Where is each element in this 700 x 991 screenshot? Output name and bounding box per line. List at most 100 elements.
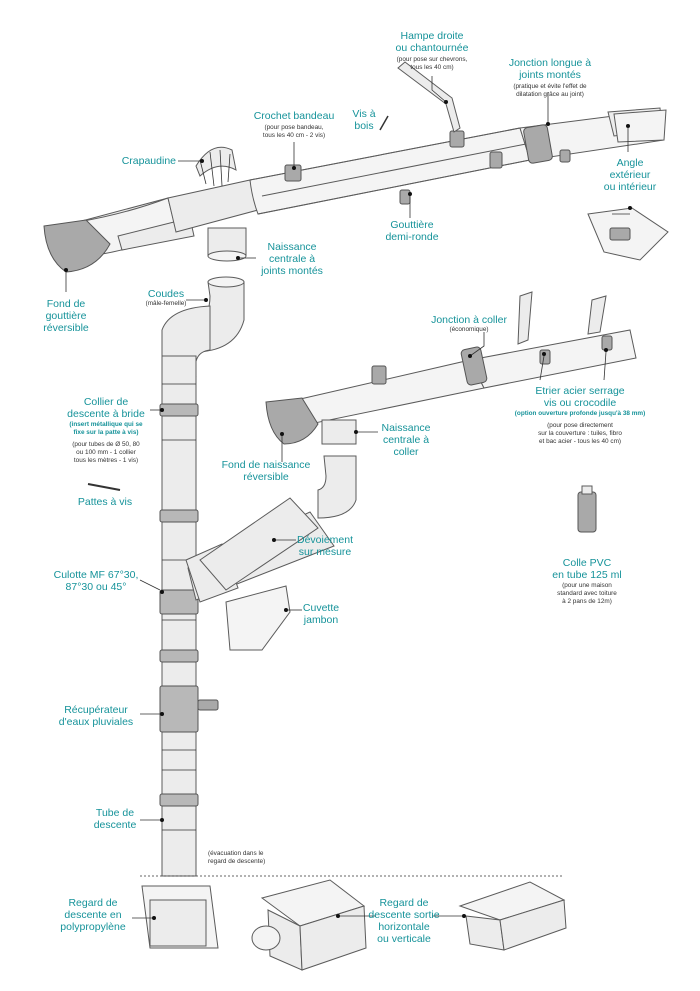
label-jonction-longue-line1: Jonction longue à xyxy=(498,57,602,69)
glue-tube xyxy=(578,486,596,532)
label-fond-gouttiere-line1: Fond de xyxy=(34,298,98,310)
note-collier-line1: (pour tubes de Ø 50, 80 xyxy=(62,441,150,449)
label-angle-line1: Angle xyxy=(596,157,664,169)
label-colle-line2: en tube 125 ml xyxy=(546,569,628,581)
label-naissance-coller-line1: Naissance xyxy=(374,422,438,434)
note-jonction-longue-line2: dilatation grâce au joint) xyxy=(494,91,606,99)
label-gouttiere: Gouttière demi-ronde xyxy=(376,219,448,243)
note-collier-insert-line2: fixe sur la patte à vis) xyxy=(62,429,150,437)
label-naissance-coller: Naissance centrale à coller xyxy=(374,422,438,458)
label-etrier-line2: vis ou crocodile xyxy=(524,397,636,409)
label-tube-line2: descente xyxy=(84,819,146,831)
label-naissance-coller-line3: coller xyxy=(374,446,438,458)
label-devoiement: Dévoiement sur mesure xyxy=(292,534,358,558)
label-jonction-longue-line2: joints montés xyxy=(498,69,602,81)
label-naissance-joints-line3: joints montés xyxy=(256,265,328,277)
label-vis-bois: Vis à bois xyxy=(346,108,382,132)
label-etrier: Etrier acier serrage vis ou crocodile xyxy=(524,385,636,409)
note-coudes-line1: (mâle-femelle) xyxy=(136,300,196,308)
note-collier: (pour tubes de Ø 50, 80 ou 100 mm - 1 co… xyxy=(62,441,150,465)
note-crochet-line1: (pour pose bandeau, xyxy=(244,124,344,132)
note-crochet: (pour pose bandeau, tous les 40 cm - 2 v… xyxy=(244,124,344,140)
label-jonction-longue: Jonction longue à joints montés xyxy=(498,57,602,81)
label-recuperateur: Récupérateur d'eaux pluviales xyxy=(50,704,142,728)
label-regard-sortie-line3: horizontale xyxy=(364,921,444,933)
note-hampe: (pour pose sur chevrons, tous les 40 cm) xyxy=(380,56,484,72)
label-recuperateur-line2: d'eaux pluviales xyxy=(50,716,142,728)
note-jonction-longue-line1: (pratique et évite l'effet de xyxy=(494,83,606,91)
label-crochet: Crochet bandeau xyxy=(244,110,344,122)
label-naissance-joints: Naissance centrale à joints montés xyxy=(256,241,328,277)
angle-piece xyxy=(588,208,668,260)
label-crapaudine-line1: Crapaudine xyxy=(104,155,176,167)
note-etrier-line3: et bac acier - tous les 40 cm) xyxy=(526,438,634,446)
label-regard-sortie-line2: descente sortie xyxy=(364,909,444,921)
note-collier-insert-line1: (insert métallique qui se xyxy=(62,421,150,429)
note-hampe-line2: tous les 40 cm) xyxy=(380,64,484,72)
label-crochet-line1: Crochet bandeau xyxy=(244,110,344,122)
note-evacuation: (évacuation dans le regard de descente) xyxy=(208,850,298,866)
note-etrier: (pour pose directement sur la couverture… xyxy=(526,422,634,446)
label-angle-line3: ou intérieur xyxy=(596,181,664,193)
label-coudes: Coudes xyxy=(136,288,196,300)
note-colle: (pour une maison standard avec toiture à… xyxy=(546,582,628,606)
label-regard-poly-line1: Regard de xyxy=(52,897,134,909)
note-etrier-option-line1: (option ouverture profonde jusqu'à 38 mm… xyxy=(506,410,654,418)
label-regard-poly: Regard de descente en polypropylène xyxy=(52,897,134,933)
label-culotte: Culotte MF 67°30, 87°30 ou 45° xyxy=(46,569,146,593)
note-jonction-coller: (économique) xyxy=(424,326,514,334)
regards xyxy=(140,876,566,970)
label-culotte-line2: 87°30 ou 45° xyxy=(46,581,146,593)
label-hampe-line1: Hampe droite xyxy=(380,30,484,42)
label-fond-naissance-line1: Fond de naissance xyxy=(214,459,318,471)
label-collier: Collier de descente à bride xyxy=(62,396,150,420)
label-jonction-coller-line1: Jonction à coller xyxy=(424,314,514,326)
label-hampe: Hampe droite ou chantournée xyxy=(380,30,484,54)
label-crapaudine: Crapaudine xyxy=(104,155,176,167)
label-regard-sortie: Regard de descente sortie horizontale ou… xyxy=(364,897,444,945)
label-tube: Tube de descente xyxy=(84,807,146,831)
note-crochet-line2: tous les 40 cm - 2 vis) xyxy=(244,132,344,140)
label-pattes: Pattes à vis xyxy=(70,496,140,508)
label-tube-line1: Tube de xyxy=(84,807,146,819)
label-gouttiere-line2: demi-ronde xyxy=(376,231,448,243)
label-etrier-line1: Etrier acier serrage xyxy=(524,385,636,397)
label-recuperateur-line1: Récupérateur xyxy=(50,704,142,716)
note-etrier-line2: sur la couverture : tuiles, fibro xyxy=(526,430,634,438)
label-regard-sortie-line4: ou verticale xyxy=(364,933,444,945)
label-fond-naissance: Fond de naissance réversible xyxy=(214,459,318,483)
label-devoiement-line2: sur mesure xyxy=(292,546,358,558)
label-regard-poly-line2: descente en xyxy=(52,909,134,921)
label-collier-line1: Collier de xyxy=(62,396,150,408)
note-colle-line1: (pour une maison xyxy=(546,582,628,590)
note-jonction-longue: (pratique et évite l'effet de dilatation… xyxy=(494,83,606,99)
label-gouttiere-line1: Gouttière xyxy=(376,219,448,231)
note-etrier-option: (option ouverture profonde jusqu'à 38 mm… xyxy=(506,410,654,418)
label-vis-bois-line2: bois xyxy=(346,120,382,132)
note-etrier-line1: (pour pose directement xyxy=(526,422,634,430)
note-hampe-line1: (pour pose sur chevrons, xyxy=(380,56,484,64)
label-coudes-line1: Coudes xyxy=(136,288,196,300)
label-collier-line2: descente à bride xyxy=(62,408,150,420)
label-pattes-line1: Pattes à vis xyxy=(70,496,140,508)
label-cuvette: Cuvette jambon xyxy=(298,602,344,626)
label-angle-line2: extérieur xyxy=(596,169,664,181)
note-collier-line2: ou 100 mm - 1 collier xyxy=(62,449,150,457)
label-naissance-joints-line2: centrale à xyxy=(256,253,328,265)
label-cuvette-line2: jambon xyxy=(298,614,344,626)
label-regard-poly-line3: polypropylène xyxy=(52,921,134,933)
label-devoiement-line1: Dévoiement xyxy=(292,534,358,546)
note-coudes: (mâle-femelle) xyxy=(136,300,196,308)
label-colle-line1: Colle PVC xyxy=(546,557,628,569)
label-jonction-coller: Jonction à coller xyxy=(424,314,514,326)
label-fond-gouttiere-line3: réversible xyxy=(34,322,98,334)
note-colle-line3: à 2 pans de 12m) xyxy=(546,598,628,606)
label-hampe-line2: ou chantournée xyxy=(380,42,484,54)
label-naissance-coller-line2: centrale à xyxy=(374,434,438,446)
note-evacuation-line2: regard de descente) xyxy=(208,858,298,866)
label-fond-naissance-line2: réversible xyxy=(214,471,318,483)
label-colle: Colle PVC en tube 125 ml xyxy=(546,557,628,581)
label-culotte-line1: Culotte MF 67°30, xyxy=(46,569,146,581)
note-collier-insert: (insert métallique qui se fixe sur la pa… xyxy=(62,421,150,437)
